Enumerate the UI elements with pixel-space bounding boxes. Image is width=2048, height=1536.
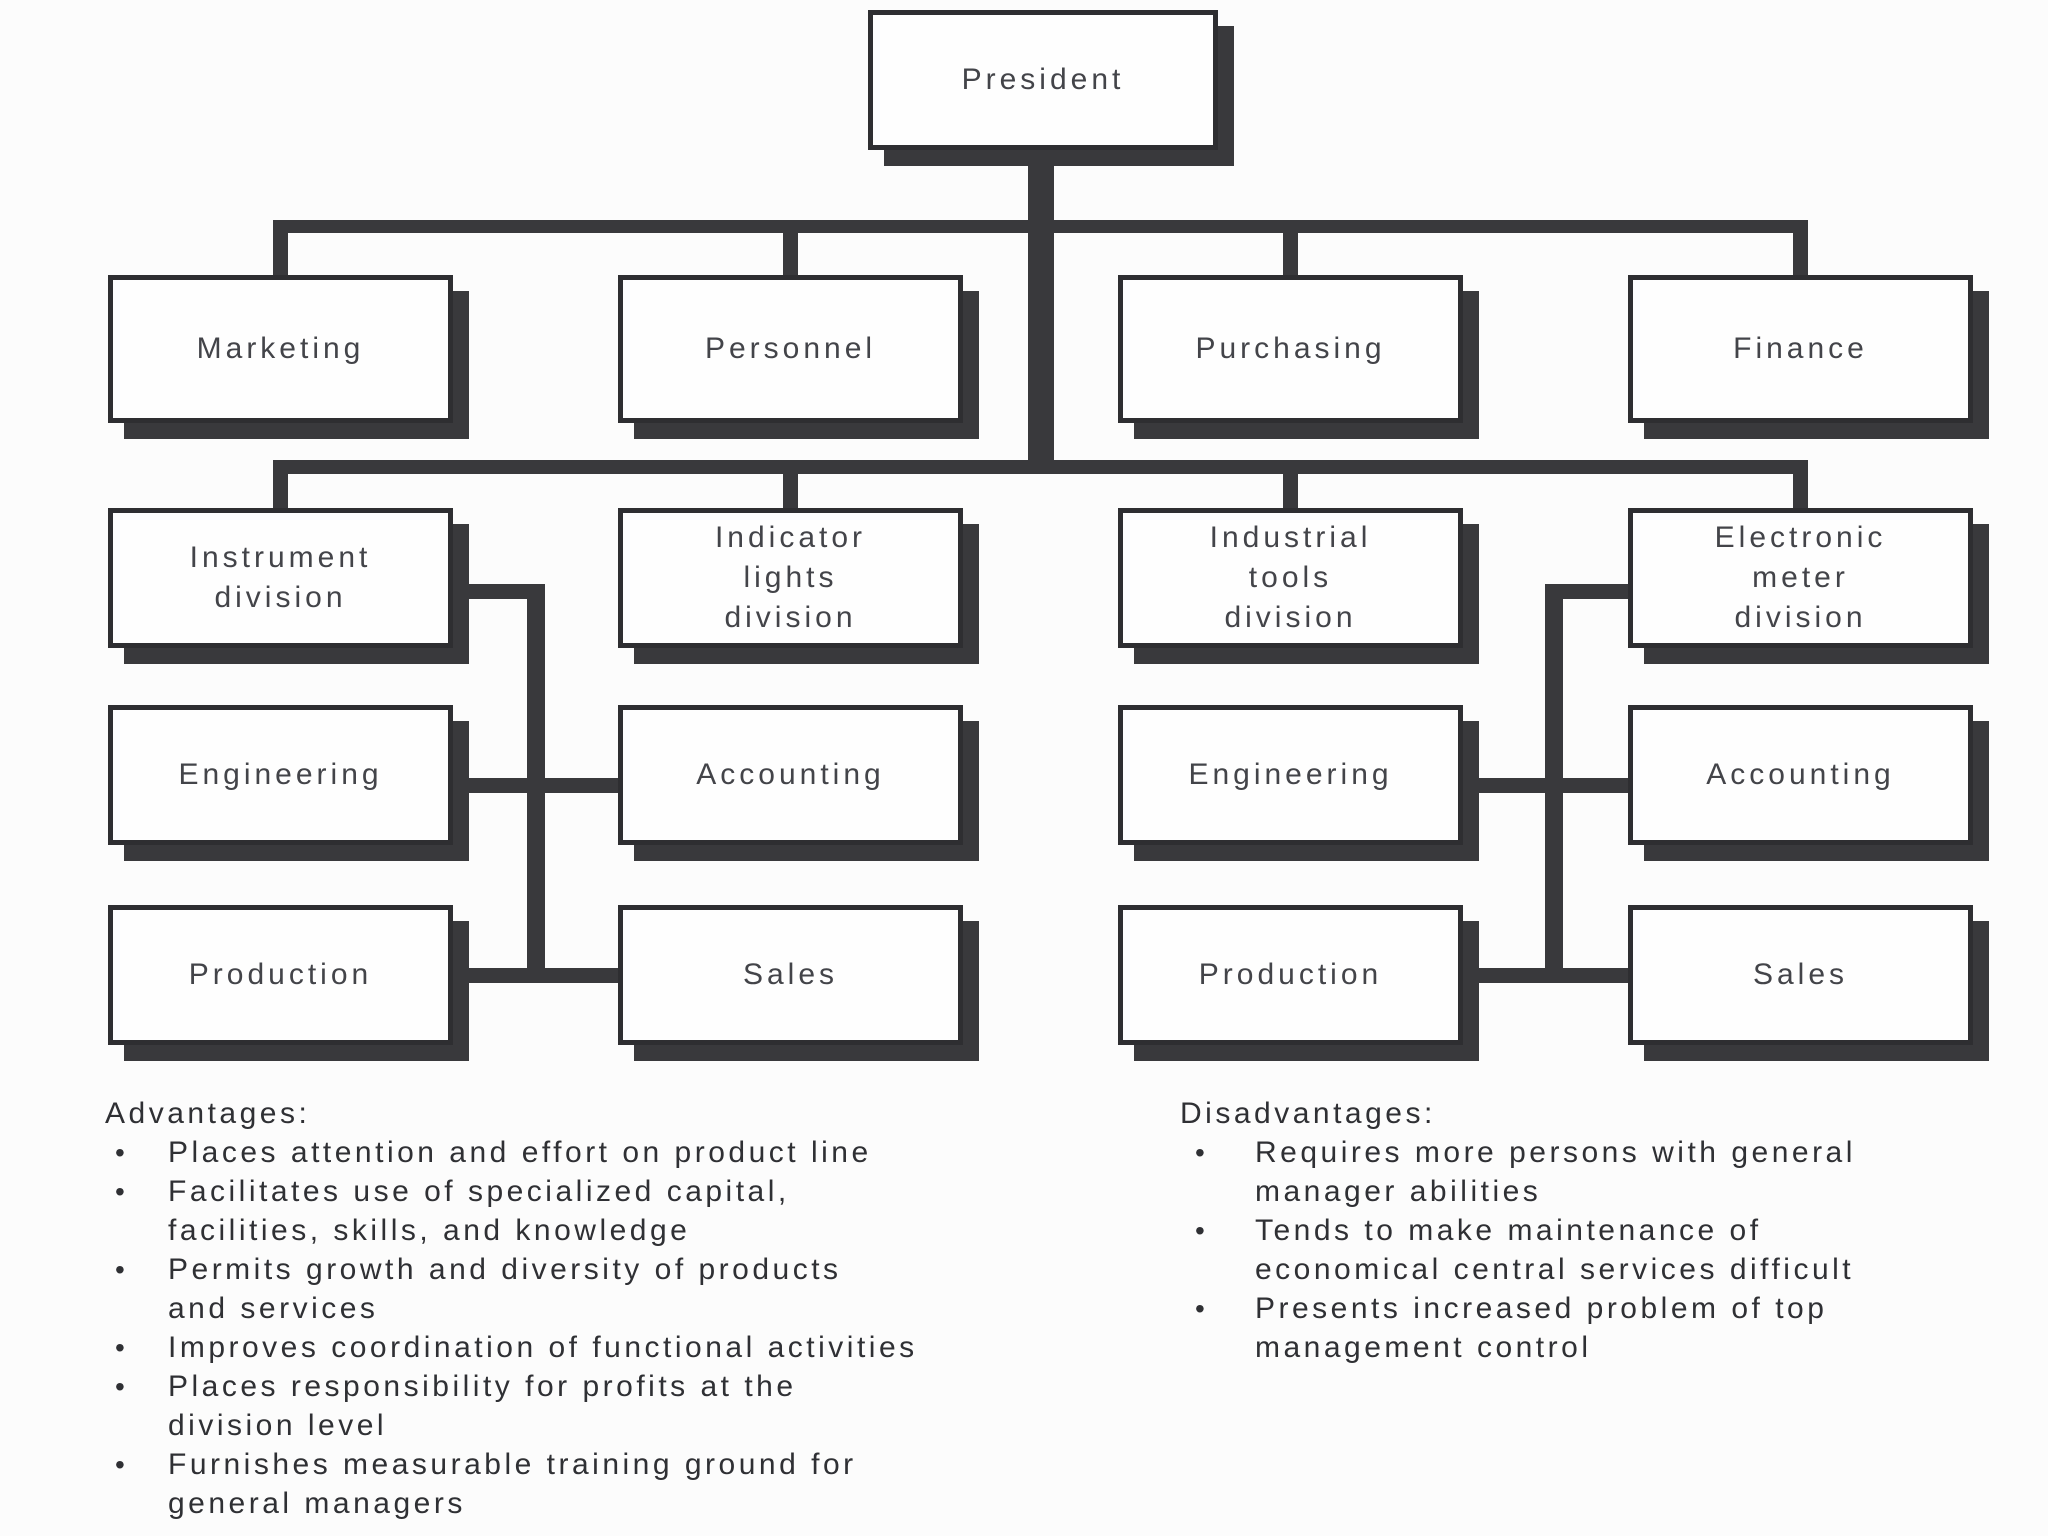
disadvantages-list: Disadvantages: • Requires more persons w… [1180,1094,2020,1367]
org-box-accounting-indicator: Accounting [618,705,963,845]
list-item: • Improves coordination of functional ac… [105,1328,1065,1367]
list-item-text: Furnishes measurable training ground for… [168,1448,857,1520]
org-box-president: President [868,10,1218,150]
org-box-electronic-meter-division: Electronic meter division [1628,508,1973,648]
list-item: • Places responsibility for profits at t… [105,1367,1065,1445]
bullet-icon: • [115,1176,129,1207]
advantages-heading: Advantages: [105,1097,311,1130]
bullet-icon: • [115,1371,129,1402]
advantages-list: Advantages: • Places attention and effor… [105,1094,1065,1523]
list-item: • Facilitates use of specialized capital… [105,1172,1065,1250]
list-item-text: Tends to make maintenance of economical … [1255,1214,1855,1286]
org-box-indicator-lights-division: Indicator lights division [618,508,963,648]
list-item-text: Presents increased problem of top manage… [1255,1292,1828,1364]
list-item-text: Places responsibility for profits at the… [168,1370,797,1442]
list-item: • Places attention and effort on product… [105,1133,1065,1172]
org-box-engineering-industrial: Engineering [1118,705,1463,845]
list-item: • Tends to make maintenance of economica… [1180,1211,2020,1289]
list-item: • Requires more persons with general man… [1180,1133,2020,1211]
org-box-sales-indicator: Sales [618,905,963,1045]
list-item-text: Places attention and effort on product l… [168,1136,872,1169]
list-item: • Presents increased problem of top mana… [1180,1289,2020,1367]
bullet-icon: • [1195,1215,1209,1246]
bullet-icon: • [115,1137,129,1168]
org-box-purchasing: Purchasing [1118,275,1463,423]
disadvantages-heading: Disadvantages: [1180,1097,1436,1130]
bullet-icon: • [115,1449,129,1480]
org-box-production-instrument: Production [108,905,453,1045]
list-item: • Furnishes measurable training ground f… [105,1445,1065,1523]
list-item-text: Improves coordination of functional acti… [168,1331,918,1364]
org-box-accounting-electronic: Accounting [1628,705,1973,845]
org-box-production-industrial: Production [1118,905,1463,1045]
list-item: • Permits growth and diversity of produc… [105,1250,1065,1328]
bullet-icon: • [1195,1293,1209,1324]
list-item-text: Requires more persons with general manag… [1255,1136,1856,1208]
list-item-text: Facilitates use of specialized capital, … [168,1175,790,1247]
list-item-text: Permits growth and diversity of products… [168,1253,842,1325]
org-box-marketing: Marketing [108,275,453,423]
org-box-finance: Finance [1628,275,1973,423]
bullet-icon: • [115,1254,129,1285]
org-box-sales-electronic: Sales [1628,905,1973,1045]
bullet-icon: • [1195,1137,1209,1168]
org-box-instrument-division: Instrument division [108,508,453,648]
org-box-personnel: Personnel [618,275,963,423]
org-box-engineering-instrument: Engineering [108,705,453,845]
org-box-industrial-tools-division: Industrial tools division [1118,508,1463,648]
bullet-icon: • [115,1332,129,1363]
